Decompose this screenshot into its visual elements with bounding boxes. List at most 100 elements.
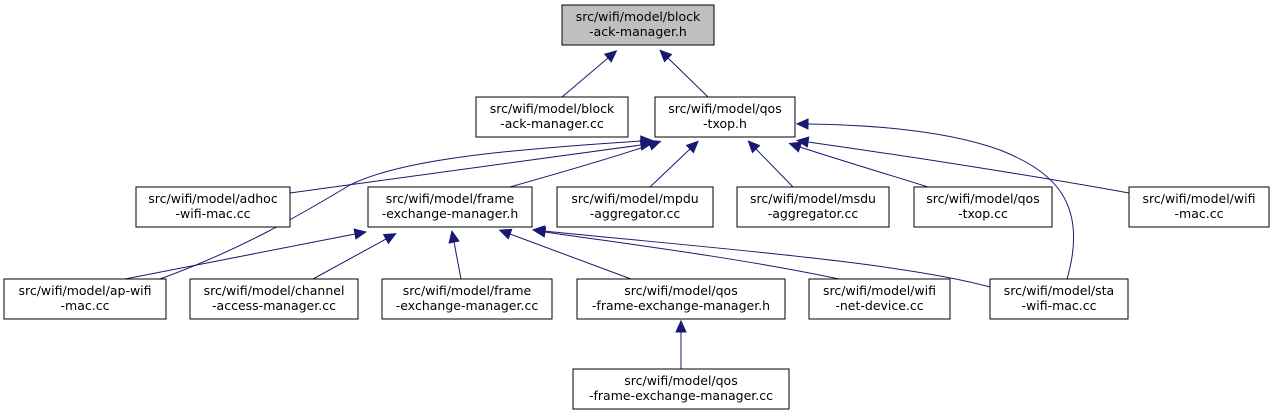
file-node[interactable]: src/wifi/model/channel-access-manager.cc bbox=[189, 278, 359, 320]
file-node[interactable]: src/wifi/model/qos-txop.h bbox=[654, 96, 796, 138]
arrowhead bbox=[795, 118, 809, 130]
edge-n3-n2 bbox=[289, 139, 654, 194]
file-node[interactable]: src/wifi/model/adhoc-wifi-mac.cc bbox=[135, 186, 291, 228]
node-label-line: src/wifi/model/mpdu bbox=[571, 191, 698, 206]
edge-n15-n12 bbox=[675, 319, 687, 369]
edge-n7-n2 bbox=[788, 141, 929, 188]
edge-line bbox=[807, 141, 1130, 194]
arrowhead bbox=[685, 140, 699, 154]
edge-n11-n4 bbox=[448, 230, 462, 280]
node-label-line: -frame-exchange-manager.cc bbox=[589, 388, 773, 403]
node-label-line: src/wifi/model/block bbox=[490, 101, 615, 116]
arrowhead bbox=[788, 141, 803, 153]
edges-layer bbox=[124, 49, 1130, 369]
node-label-line: -ack-manager.cc bbox=[500, 116, 604, 131]
arrowhead bbox=[498, 228, 513, 240]
node-box bbox=[475, 96, 629, 138]
edge-line bbox=[807, 123, 1075, 280]
file-node[interactable]: src/wifi/model/qos-frame-exchange-manage… bbox=[576, 278, 786, 320]
node-box bbox=[1128, 186, 1270, 228]
arrowhead bbox=[448, 230, 460, 244]
edge-n14-n2 bbox=[795, 118, 1075, 280]
file-node[interactable]: src/wifi/model/block-ack-manager.cc bbox=[475, 96, 629, 138]
edge-n6-n2 bbox=[747, 140, 794, 188]
file-node[interactable]: src/wifi/model/qos-frame-exchange-manage… bbox=[572, 368, 790, 410]
arrowhead bbox=[659, 49, 673, 63]
node-label-line: src/wifi/model/sta bbox=[1004, 283, 1114, 298]
arrowhead bbox=[603, 50, 618, 63]
node-label-line: -frame-exchange-manager.h bbox=[592, 298, 770, 313]
edge-line bbox=[667, 57, 709, 98]
edge-line bbox=[799, 146, 929, 188]
nodes-layer: src/wifi/model/block-ack-manager.hsrc/wi… bbox=[3, 4, 1270, 410]
node-box bbox=[556, 186, 714, 228]
edge-n12-n4 bbox=[498, 228, 632, 280]
edge-n9-n4 bbox=[124, 228, 368, 280]
node-label-line: src/wifi/model/wifi bbox=[823, 283, 936, 298]
edge-line bbox=[561, 57, 609, 98]
node-label-line: -txop.h bbox=[703, 116, 747, 131]
node-label-line: -aggregator.cc bbox=[768, 206, 859, 221]
node-label-line: -exchange-manager.h bbox=[382, 206, 519, 221]
arrowhead bbox=[675, 319, 687, 333]
node-label-line: -ack-manager.h bbox=[589, 24, 687, 39]
node-label-line: src/wifi/model/frame bbox=[386, 191, 515, 206]
file-node[interactable]: src/wifi/model/frame-exchange-manager.cc bbox=[381, 278, 553, 320]
node-box bbox=[561, 4, 715, 46]
edge-line bbox=[755, 148, 794, 188]
node-label-line: -mac.cc bbox=[1175, 206, 1224, 221]
edge-n14-n4 bbox=[531, 225, 991, 288]
node-label-line: -net-device.cc bbox=[835, 298, 923, 313]
focus-file-node: src/wifi/model/block-ack-manager.h bbox=[561, 4, 715, 46]
node-box bbox=[989, 278, 1129, 320]
file-node[interactable]: src/wifi/model/mpdu-aggregator.cc bbox=[556, 186, 714, 228]
node-box bbox=[189, 278, 359, 320]
edge-line bbox=[159, 140, 642, 280]
node-box bbox=[135, 186, 291, 228]
node-label-line: src/wifi/model/qos bbox=[624, 283, 737, 298]
edge-n9-n2 bbox=[159, 135, 654, 280]
arrowhead bbox=[647, 139, 662, 151]
edge-line bbox=[543, 230, 991, 288]
file-node[interactable]: src/wifi/model/wifi-mac.cc bbox=[1128, 186, 1270, 228]
node-box bbox=[367, 186, 533, 228]
edge-n8-n2 bbox=[795, 136, 1130, 194]
file-node[interactable]: src/wifi/model/qos-txop.cc bbox=[913, 186, 1053, 228]
file-node[interactable]: src/wifi/model/frame-exchange-manager.h bbox=[367, 186, 533, 228]
node-label-line: src/wifi/model/qos bbox=[668, 101, 781, 116]
node-box bbox=[913, 186, 1053, 228]
edge-n2-n0 bbox=[659, 49, 709, 98]
arrowhead bbox=[382, 233, 397, 245]
node-label-line: src/wifi/model/channel bbox=[204, 283, 345, 298]
edge-line bbox=[509, 233, 632, 280]
edge-line bbox=[509, 144, 651, 188]
file-node[interactable]: src/wifi/model/wifi-net-device.cc bbox=[808, 278, 951, 320]
node-box bbox=[381, 278, 553, 320]
node-label-line: -wifi-mac.cc bbox=[175, 206, 250, 221]
file-node[interactable]: src/wifi/model/msdu-aggregator.cc bbox=[736, 186, 890, 228]
arrowhead bbox=[353, 228, 368, 240]
file-node[interactable]: src/wifi/model/ap-wifi-mac.cc bbox=[3, 278, 167, 320]
file-node[interactable]: src/wifi/model/sta-wifi-mac.cc bbox=[989, 278, 1129, 320]
edge-n10-n4 bbox=[312, 233, 397, 280]
edge-n1-n0 bbox=[561, 50, 618, 98]
edge-n5-n2 bbox=[649, 140, 699, 188]
node-label-line: src/wifi/model/wifi bbox=[1143, 191, 1256, 206]
edge-line bbox=[649, 148, 691, 188]
node-box bbox=[572, 368, 790, 410]
node-box bbox=[576, 278, 786, 320]
node-label-line: src/wifi/model/frame bbox=[403, 283, 532, 298]
node-label-line: src/wifi/model/msdu bbox=[750, 191, 876, 206]
edge-n4-n2 bbox=[509, 139, 662, 188]
edge-line bbox=[289, 144, 642, 194]
node-label-line: -access-manager.cc bbox=[212, 298, 336, 313]
node-box bbox=[654, 96, 796, 138]
node-label-line: -mac.cc bbox=[61, 298, 110, 313]
node-label-line: src/wifi/model/ap-wifi bbox=[18, 283, 151, 298]
edge-line bbox=[544, 231, 840, 280]
arrowhead bbox=[795, 136, 810, 148]
edge-line bbox=[312, 238, 387, 280]
edge-line bbox=[124, 233, 356, 280]
node-label-line: -exchange-manager.cc bbox=[396, 298, 539, 313]
